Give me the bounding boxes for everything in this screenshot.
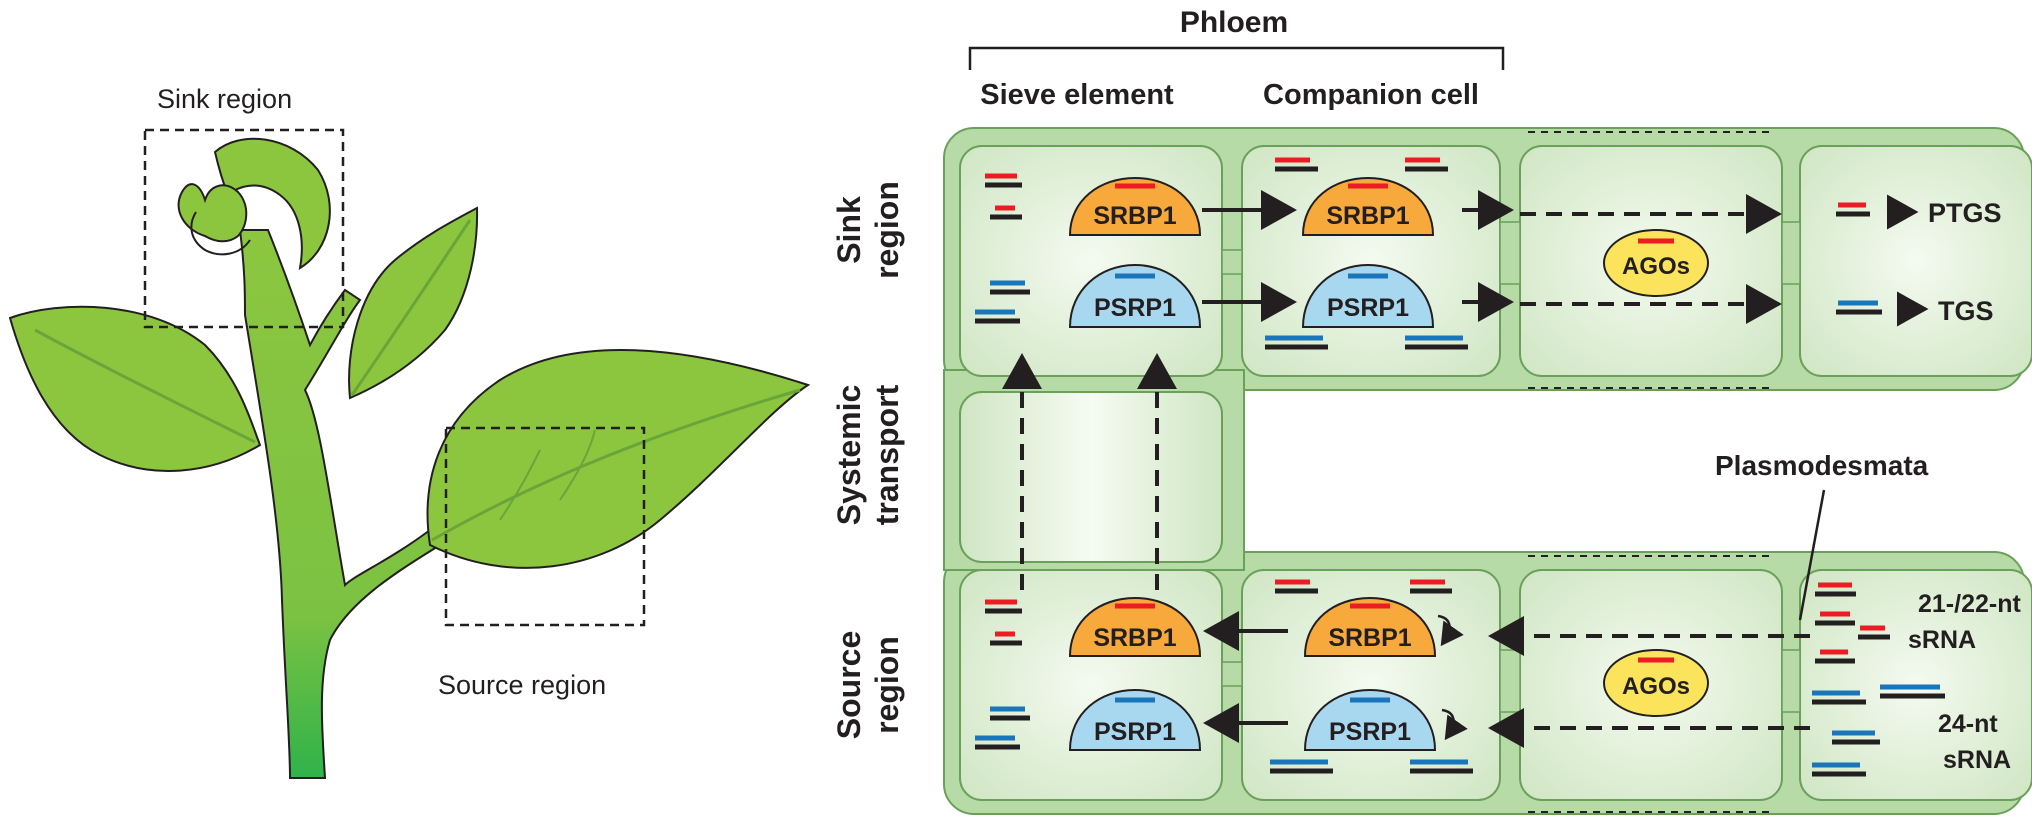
source-psrp1-sieve-shape: [1068, 688, 1202, 751]
plant-stem: [238, 229, 442, 779]
sink-agos-label: AGOs: [1622, 253, 1690, 280]
companion-cell-label: Companion cell: [1263, 79, 1479, 111]
plant-apex-bud: [177, 183, 248, 243]
sink-srbp1-sieve-label: SRBP1: [1093, 202, 1176, 230]
source-psrp1-companion-shape: [1303, 688, 1437, 751]
sink-psrp1-sieve-label: PSRP1: [1094, 294, 1176, 322]
phloem-bracket: [968, 46, 1505, 70]
systemic-sieve-tube: [959, 391, 1223, 563]
sink-region-box: [143, 128, 345, 329]
source-sieve-srna: [975, 599, 1030, 750]
sink-psrp1-companion-label: PSRP1: [1327, 294, 1409, 322]
protein-shapes: [1068, 176, 1709, 751]
srna-24-label-line2: sRNA: [1943, 746, 2011, 774]
source-agos-label: AGOs: [1622, 673, 1690, 700]
sink-sieve-red-srna: [985, 173, 1022, 220]
sink-outer-cell: [1799, 145, 2032, 377]
plant-source-leaf: [426, 348, 811, 569]
svg-text:region: region: [869, 636, 905, 734]
tgs-label: TGS: [1938, 296, 1994, 326]
srna-24-label-line1: 24-nt: [1938, 710, 1998, 738]
source-srbp1-sieve-shape: [1068, 596, 1202, 657]
srna-2122-label-line2: sRNA: [1908, 626, 1976, 654]
svg-text:Sink: Sink: [831, 196, 867, 264]
transport-arrows: [1002, 190, 1929, 748]
svg-text:Systemic: Systemic: [831, 385, 867, 526]
plant-illustration: [8, 137, 811, 779]
side-label-source: Source region: [831, 631, 905, 739]
sink-companion-srna: [1265, 157, 1468, 350]
svg-text:region: region: [869, 181, 905, 279]
source-agos-shape: [1603, 649, 1709, 717]
sink-outer-srna: [1836, 202, 1882, 315]
sieve-element-label: Sieve element: [980, 79, 1174, 111]
phloem-title: Phloem: [1180, 6, 1288, 39]
source-region-box: [444, 426, 646, 627]
srna-2122-label-line1: 21-/22-nt: [1918, 590, 2021, 618]
sink-agos-shape: [1603, 229, 1709, 297]
protein-bound-srna: [1115, 183, 1674, 703]
side-label-sink: Sink region: [831, 181, 905, 279]
plant-source-label: Source region: [438, 670, 606, 700]
plasmodesmata-pointer: [1798, 489, 1826, 621]
side-label-systemic: Systemic transport: [831, 384, 905, 525]
plant-left-leaf: [8, 305, 262, 473]
svg-text:Source: Source: [831, 631, 867, 739]
source-srbp1-sieve-label: SRBP1: [1093, 624, 1176, 652]
source-psrp1-companion-label: PSRP1: [1329, 718, 1411, 746]
sink-psrp1-sieve-shape: [1068, 263, 1202, 328]
sink-sieve-blue-srna: [975, 280, 1030, 324]
source-companion-srna: [1270, 579, 1473, 774]
source-outer-srna: [1812, 582, 1945, 777]
sink-psrp1-companion-shape: [1301, 263, 1435, 328]
plasmodesmata-channels: [1221, 221, 1801, 713]
ptgs-label: PTGS: [1928, 198, 2002, 228]
sink-srbp1-companion-label: SRBP1: [1326, 202, 1409, 230]
svg-text:transport: transport: [869, 384, 905, 525]
sink-sieve-element-cell: [959, 145, 1223, 377]
sink-srbp1-companion-shape: [1301, 176, 1435, 236]
source-srbp1-companion-shape: [1303, 596, 1437, 657]
source-srbp1-companion-label: SRBP1: [1328, 624, 1411, 652]
sink-srbp1-sieve-shape: [1068, 176, 1202, 236]
plant-sink-label: Sink region: [157, 84, 292, 114]
plasmodesmata-label: Plasmodesmata: [1715, 450, 1929, 481]
source-psrp1-sieve-label: PSRP1: [1094, 718, 1176, 746]
srna-duplexes: [975, 157, 1945, 777]
